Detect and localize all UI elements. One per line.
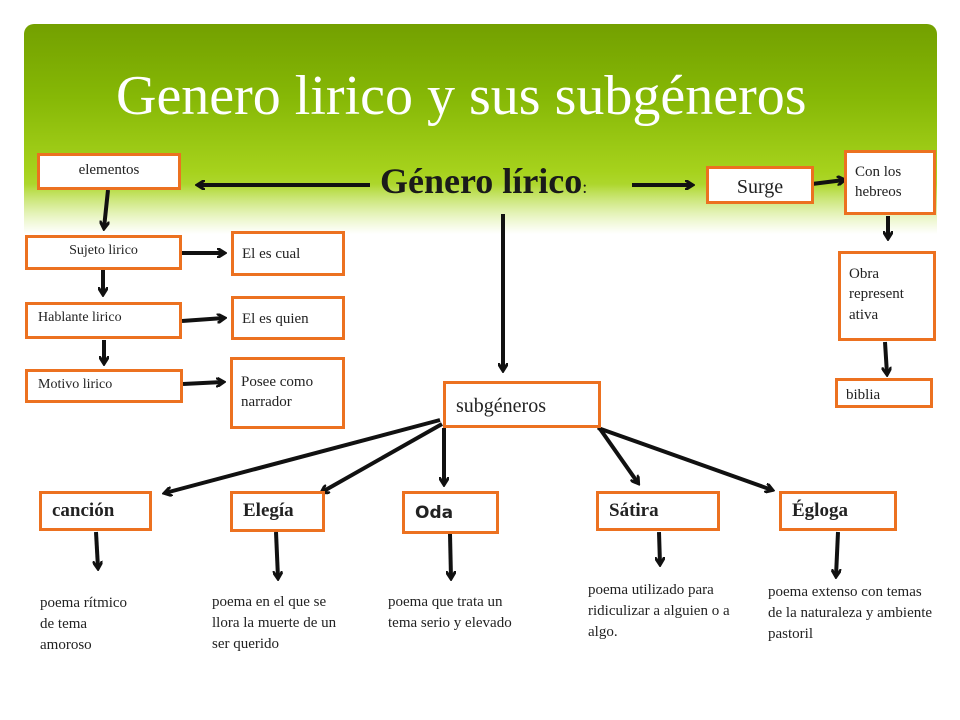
node-elementos: elementos (37, 153, 181, 190)
node-obra-representativa: Obra represent ativa (838, 251, 936, 341)
arrow-satira-to-desc (659, 531, 660, 564)
desc-satira: poema utilizado para ridiculizar a algui… (588, 582, 730, 640)
desc-elegia: poema en el que se llora la muerte de un… (212, 594, 337, 652)
desc-cancion: poema rítmico de tema amoroso (40, 595, 128, 653)
subgenre-egloga: Égloga (779, 491, 897, 531)
node-posee-como-narrador: Posee como narrador (230, 357, 345, 429)
arrow-hablante-to-quien (181, 318, 224, 321)
subgenre-cancion: canción (39, 491, 152, 531)
desc-egloga: poema extenso con temas de la naturaleza… (768, 584, 933, 642)
arrow-obra-to-biblia (885, 341, 887, 374)
node-motivo-lirico: Motivo lirico (25, 369, 183, 403)
node-biblia: biblia (835, 378, 933, 408)
main-node-colon: : (582, 177, 588, 197)
arrow-oda-to-desc (450, 533, 451, 578)
node-surge: Surge (706, 166, 814, 204)
main-node-genero-lirico: Género lírico: (380, 160, 587, 202)
arrow-surge-to-hebreos (811, 180, 844, 186)
arrow-sub-to-elegia (322, 422, 443, 492)
arrow-sub-to-cancion (165, 418, 441, 493)
arrow-sub-to-egloga (597, 426, 772, 490)
arrow-sub-to-satira (596, 424, 638, 483)
arrow-cancion-to-desc (96, 531, 98, 568)
node-el-es-cual: El es cual (231, 231, 345, 276)
subgenre-oda: Oda (402, 491, 499, 534)
node-el-es-quien: El es quien (231, 296, 345, 340)
arrow-motivo-to-posee (182, 382, 223, 384)
arrow-elementos-to-sujeto (104, 189, 110, 228)
arrow-elegia-to-desc (276, 531, 278, 578)
page-title: Genero lirico y sus subgéneros (116, 65, 807, 127)
main-node-label: Género lírico (380, 161, 583, 201)
node-hablante-lirico: Hablante lirico (25, 302, 182, 339)
node-con-los-hebreos: Con los hebreos (844, 150, 936, 215)
desc-oda: poema que trata un tema serio y elevado (388, 594, 512, 631)
node-sujeto-lirico: Sujeto lirico (25, 235, 182, 270)
subgenre-satira: Sátira (596, 491, 720, 531)
arrow-egloga-to-desc (836, 531, 838, 576)
node-subgeneros: subgéneros (443, 381, 601, 428)
subgenre-elegia: Elegía (230, 491, 325, 532)
